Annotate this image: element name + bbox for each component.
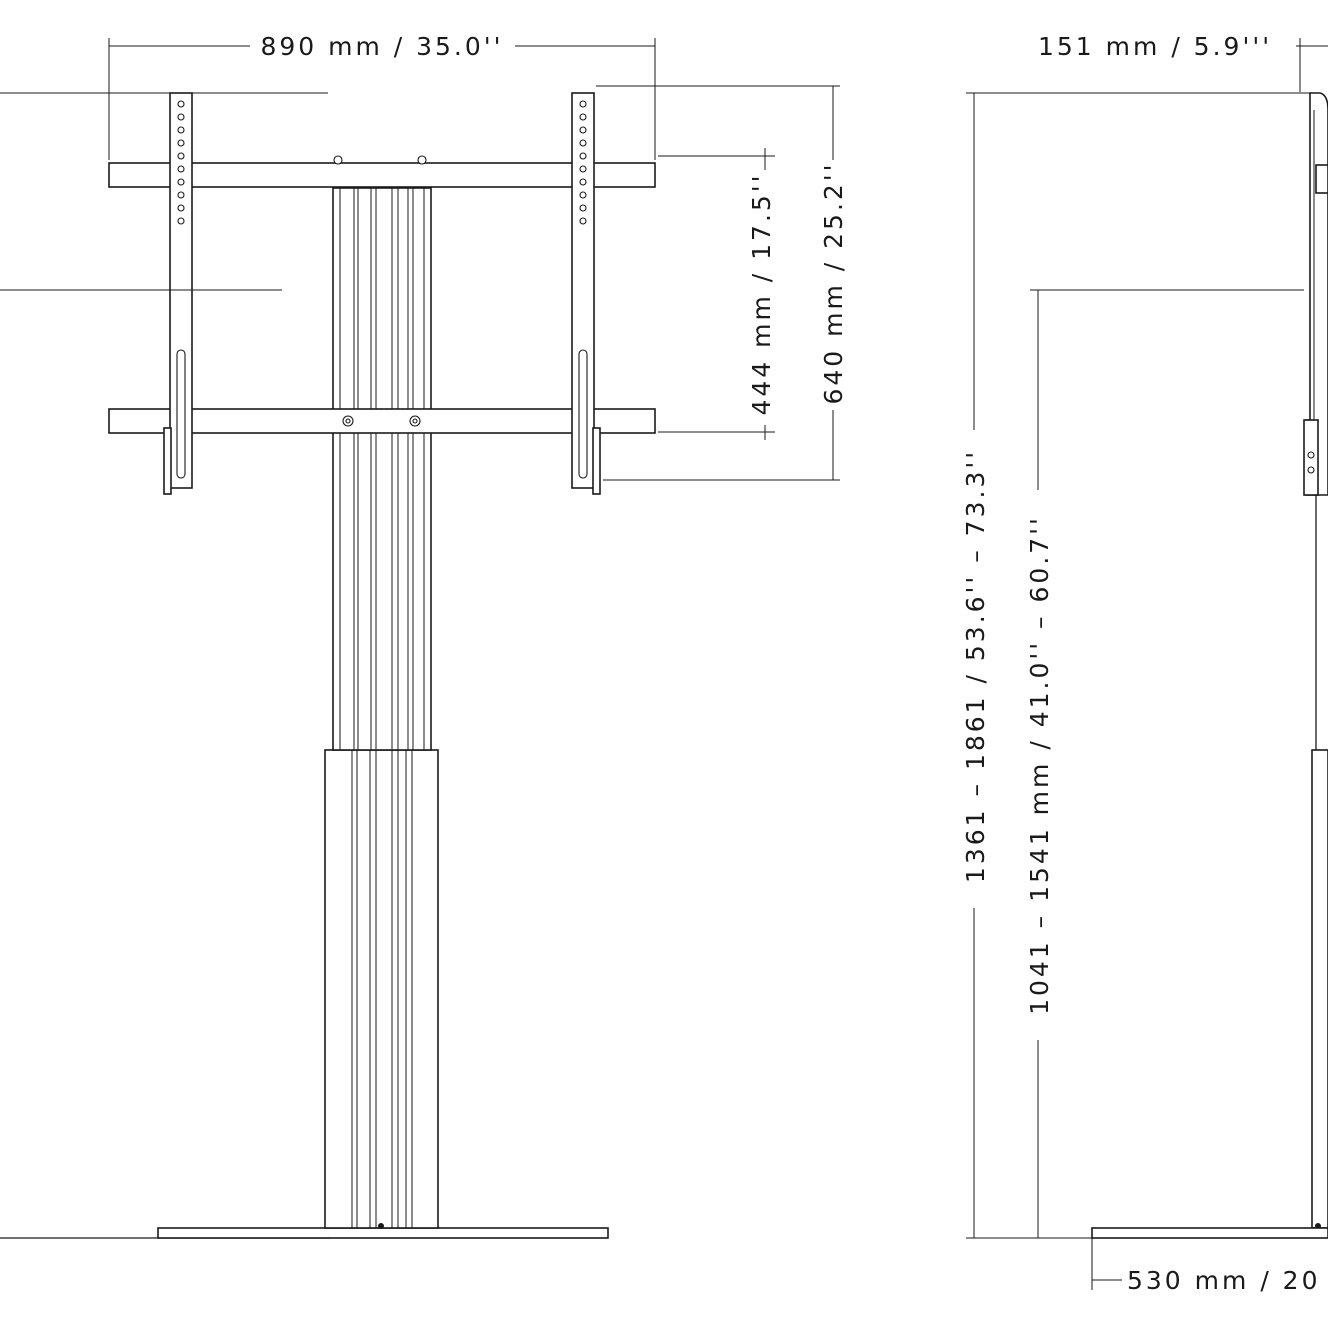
depth-label: 151 mm / 5.9''' — [1038, 32, 1272, 61]
vesa-small-label: 444 mm / 17.5'' — [747, 172, 776, 415]
depth-dimension — [1296, 38, 1328, 92]
vesa-large-label: 640 mm / 25.2'' — [819, 161, 848, 404]
lower-column — [324, 749, 439, 1229]
right-vesa-bracket — [571, 92, 601, 495]
center-height-dimension — [1030, 289, 1304, 1238]
side-view: 151 mm / 5.9''' 1361 – 1861 / 53.6'' – 7… — [961, 32, 1328, 1295]
base-bolt-icon — [378, 1223, 384, 1229]
base-plate — [157, 1227, 609, 1239]
mount-width-label: 890 mm / 35.0'' — [260, 32, 503, 61]
left-vesa-bracket — [163, 92, 193, 495]
bottom-crossbar — [108, 408, 656, 434]
width-dimension — [108, 38, 656, 160]
vesa-dimensions — [596, 85, 840, 481]
center-height-label: 1041 – 1541 mm / 41.0'' – 60.7'' — [1025, 515, 1054, 1015]
top-crossbar — [108, 155, 656, 188]
total-height-dimension — [966, 92, 1328, 1239]
total-height-label: 1361 – 1861 / 53.6'' – 73.3'' — [961, 449, 990, 883]
side-base-plate — [1091, 1227, 1328, 1239]
front-view: 890 mm / 35.0'' 444 mm / 17.5'' 640 mm /… — [0, 32, 848, 1239]
side-profile — [1303, 92, 1328, 1229]
upper-column — [332, 187, 432, 751]
base-depth-dimension — [1091, 1238, 1122, 1290]
base-depth-label: 530 mm / 20 — [1127, 1266, 1321, 1295]
